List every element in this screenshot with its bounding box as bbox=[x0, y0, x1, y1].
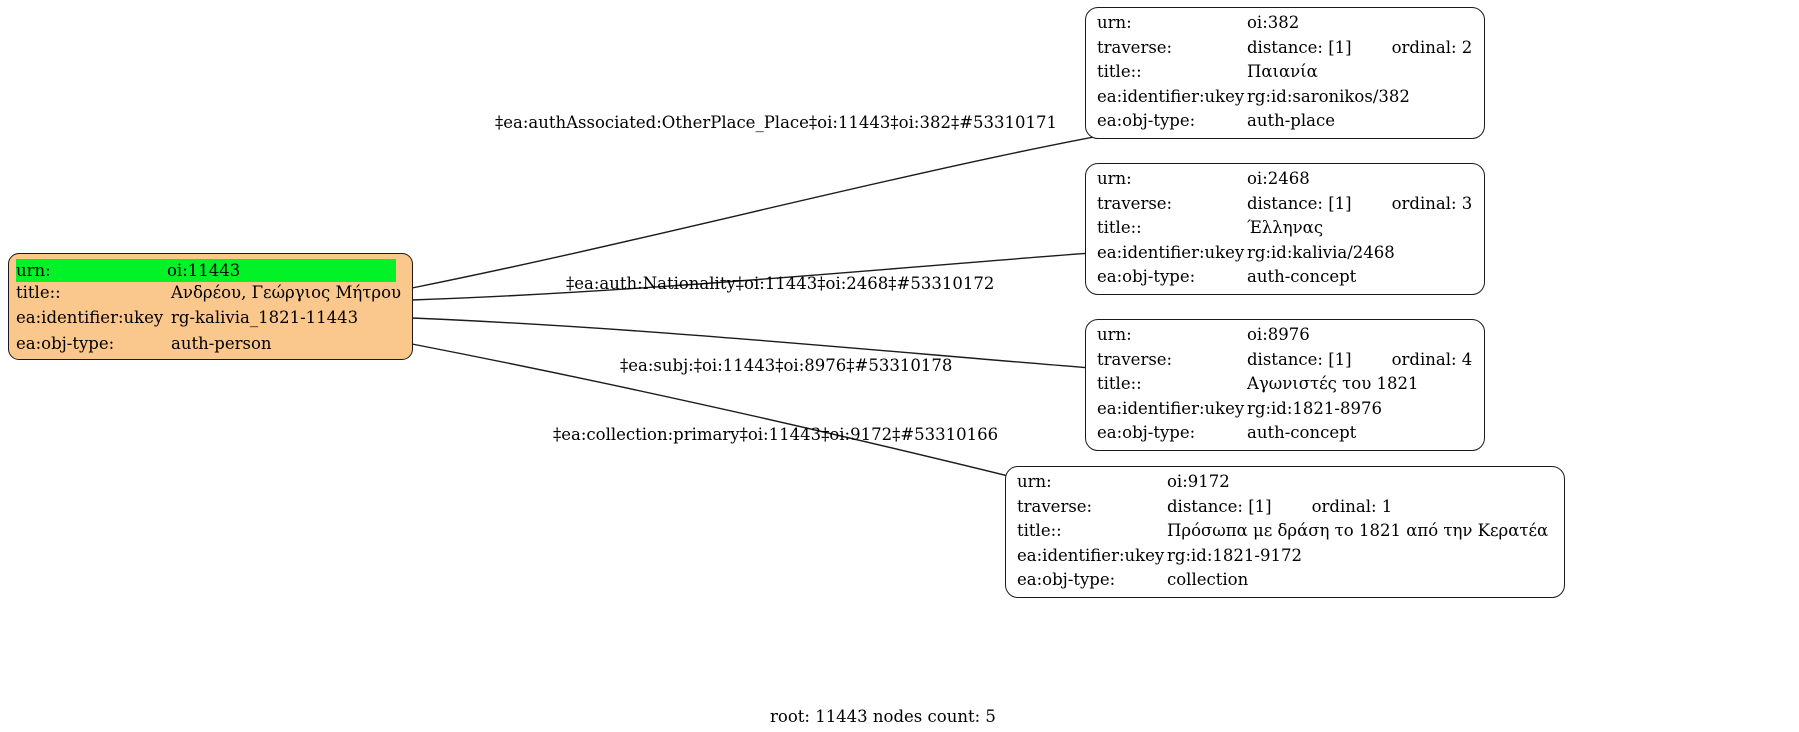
row-value: distance: [1] bbox=[1247, 349, 1352, 369]
edge-label-8976: ‡ea:subj:‡oi:11443‡oi:8976‡#53310178 bbox=[620, 356, 953, 375]
node-row-ukey: ea:identifier:ukey rg-kalivia_1821-11443 bbox=[16, 308, 406, 336]
node-row-urn: urn: oi:2468 bbox=[1097, 169, 1473, 196]
row-value: collection bbox=[1167, 570, 1249, 590]
row-key: traverse: bbox=[1097, 193, 1173, 213]
row-value: Πρόσωπα με δράση το 1821 από την Κερατέα bbox=[1167, 521, 1549, 541]
row-key: title:: bbox=[16, 282, 61, 302]
graph-footer-caption: root: 11443 nodes count: 5 bbox=[770, 707, 996, 726]
row-value: Παιανία bbox=[1247, 62, 1318, 82]
row-value: auth-person bbox=[171, 333, 272, 353]
row-value: oi:2468 bbox=[1247, 169, 1310, 188]
row-value: Έλληνας bbox=[1247, 218, 1324, 238]
node-root-11443[interactable]: urn: oi:11443 title:: Ανδρέου, Γεώργιος … bbox=[8, 253, 413, 360]
row-value-ordinal: ordinal: 3 bbox=[1391, 193, 1473, 213]
row-value: oi:9172 bbox=[1167, 472, 1230, 491]
row-value: auth-concept bbox=[1247, 423, 1357, 443]
row-key: ea:obj-type: bbox=[1097, 111, 1196, 131]
row-key: ea:obj-type: bbox=[16, 333, 115, 353]
row-key: urn: bbox=[1097, 325, 1132, 344]
node-row-objtype: ea:obj-type: auth-person bbox=[16, 333, 406, 360]
row-key: ea:identifier:ukey bbox=[1097, 398, 1245, 418]
row-key: traverse: bbox=[1097, 349, 1173, 369]
node-382[interactable]: urn: oi:382 traverse: distance: [1] ordi… bbox=[1085, 7, 1485, 139]
row-value-ordinal: ordinal: 1 bbox=[1311, 496, 1393, 516]
row-value: distance: [1] bbox=[1247, 37, 1352, 57]
row-value: oi:382 bbox=[1247, 13, 1300, 32]
row-value: Ανδρέου, Γεώργιος Μήτρου bbox=[171, 282, 402, 302]
row-key: urn: bbox=[1097, 13, 1132, 32]
node-row-urn: urn: oi:8976 bbox=[1097, 325, 1473, 352]
row-value: distance: [1] bbox=[1247, 193, 1352, 213]
row-value: oi:11443 bbox=[167, 259, 396, 282]
node-row-objtype: ea:obj-type: collection bbox=[1017, 572, 1553, 597]
node-row-traverse: traverse: distance: [1] ordinal: 3 bbox=[1097, 193, 1473, 221]
row-key: ea:identifier:ukey bbox=[1017, 545, 1165, 565]
node-row-urn: urn: oi:382 bbox=[1097, 13, 1473, 40]
row-key: urn: bbox=[16, 259, 167, 282]
edge-label-382: ‡ea:authAssociated:OtherPlace_Place‡oi:1… bbox=[495, 113, 1057, 132]
row-value: rg:id:1821-9172 bbox=[1167, 545, 1302, 565]
node-row-ukey: ea:identifier:ukey rg:id:1821-9172 bbox=[1017, 545, 1553, 573]
row-key: urn: bbox=[1017, 472, 1052, 491]
row-key: ea:identifier:ukey bbox=[16, 308, 164, 327]
row-value: distance: [1] bbox=[1167, 496, 1272, 516]
row-value: auth-place bbox=[1247, 111, 1335, 131]
row-value-ordinal: ordinal: 4 bbox=[1391, 349, 1473, 369]
row-key: title:: bbox=[1017, 521, 1062, 541]
row-value: rg:id:saronikos/382 bbox=[1247, 86, 1410, 106]
node-9172[interactable]: urn: oi:9172 traverse: distance: [1] ord… bbox=[1005, 466, 1565, 598]
row-key: ea:obj-type: bbox=[1017, 570, 1116, 590]
node-row-title: title:: Έλληνας bbox=[1097, 220, 1473, 245]
node-row-title: title:: Παιανία bbox=[1097, 64, 1473, 89]
node-row-urn: urn: oi:11443 bbox=[16, 259, 406, 285]
row-key: title:: bbox=[1097, 218, 1142, 238]
node-row-traverse: traverse: distance: [1] ordinal: 4 bbox=[1097, 349, 1473, 377]
row-key: traverse: bbox=[1017, 496, 1093, 516]
node-row-title: title:: Ανδρέου, Γεώργιος Μήτρου bbox=[16, 282, 406, 311]
row-key: title:: bbox=[1097, 374, 1142, 394]
row-key: ea:obj-type: bbox=[1097, 267, 1196, 287]
row-value: auth-concept bbox=[1247, 267, 1357, 287]
row-key: title:: bbox=[1097, 62, 1142, 82]
edge-label-9172: ‡ea:collection:primary‡oi:11443‡oi:9172‡… bbox=[553, 425, 999, 444]
row-key: ea:obj-type: bbox=[1097, 423, 1196, 443]
edge-label-2468: ‡ea:auth:Nationality‡oi:11443‡oi:2468‡#5… bbox=[566, 274, 995, 293]
node-row-objtype: ea:obj-type: auth-concept bbox=[1097, 269, 1473, 294]
row-key: traverse: bbox=[1097, 37, 1173, 57]
row-value: rg:id:kalivia/2468 bbox=[1247, 242, 1395, 262]
row-key: urn: bbox=[1097, 169, 1132, 188]
row-value: oi:8976 bbox=[1247, 325, 1310, 344]
node-row-ukey: ea:identifier:ukey rg:id:saronikos/382 bbox=[1097, 86, 1473, 114]
row-key: ea:identifier:ukey bbox=[1097, 242, 1245, 262]
node-row-objtype: ea:obj-type: auth-place bbox=[1097, 113, 1473, 138]
node-row-ukey: ea:identifier:ukey rg:id:kalivia/2468 bbox=[1097, 242, 1473, 270]
node-8976[interactable]: urn: oi:8976 traverse: distance: [1] ord… bbox=[1085, 319, 1485, 451]
row-value: Αγωνιστές του 1821 bbox=[1247, 374, 1419, 394]
node-row-title: title:: Πρόσωπα με δράση το 1821 από την… bbox=[1017, 523, 1553, 548]
row-value: rg:id:1821-8976 bbox=[1247, 398, 1382, 418]
row-value: rg-kalivia_1821-11443 bbox=[171, 308, 359, 327]
node-row-urn: urn: oi:9172 bbox=[1017, 472, 1553, 499]
node-row-traverse: traverse: distance: [1] ordinal: 1 bbox=[1017, 496, 1553, 524]
node-2468[interactable]: urn: oi:2468 traverse: distance: [1] ord… bbox=[1085, 163, 1485, 295]
node-row-traverse: traverse: distance: [1] ordinal: 2 bbox=[1097, 37, 1473, 65]
row-value-ordinal: ordinal: 2 bbox=[1391, 37, 1473, 57]
node-row-objtype: ea:obj-type: auth-concept bbox=[1097, 425, 1473, 450]
node-row-ukey: ea:identifier:ukey rg:id:1821-8976 bbox=[1097, 398, 1473, 426]
node-row-title: title:: Αγωνιστές του 1821 bbox=[1097, 376, 1473, 401]
row-key: ea:identifier:ukey bbox=[1097, 86, 1245, 106]
